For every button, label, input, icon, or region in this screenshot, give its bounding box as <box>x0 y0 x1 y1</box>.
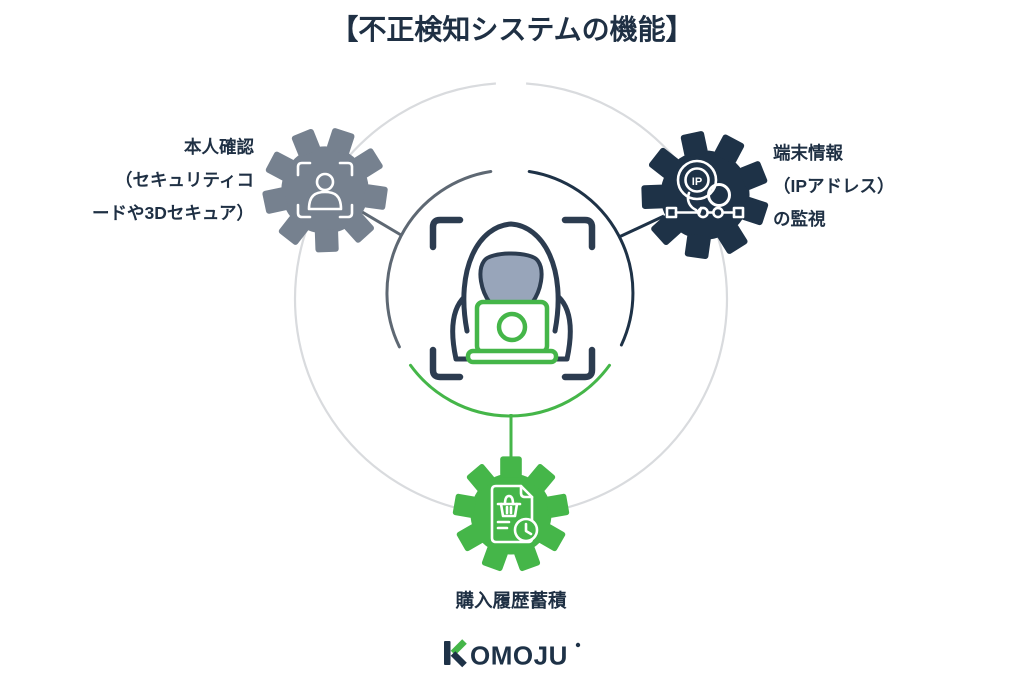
purchase-history-document-icon <box>490 484 539 544</box>
hacker-laptop-icon <box>450 221 573 365</box>
label-identity-verification: 本人確認 （セキュリティコ ードや3Dセキュア） <box>0 131 254 230</box>
label-line: 本人確認 <box>184 137 254 157</box>
label-line: の監視 <box>773 209 826 229</box>
connector-device <box>618 214 665 239</box>
label-line: ードや3Dセキュア） <box>91 203 254 223</box>
laptop-icon <box>465 299 559 365</box>
label-line: 端末情報 <box>773 143 843 163</box>
inner-arc-green <box>409 363 611 418</box>
komoju-logo-svg: OMOJU <box>444 639 581 671</box>
label-line: （IPアドレス） <box>773 176 895 196</box>
gear-device <box>628 119 782 271</box>
komoju-logo-letters: OMOJU <box>470 641 568 670</box>
inner-arc-navy <box>527 170 635 347</box>
komoju-logo-k <box>444 639 467 668</box>
viewfinder-brackets <box>429 216 596 381</box>
komoju-logo: OMOJU <box>444 637 594 671</box>
inner-arc-gray <box>385 170 493 349</box>
ip-pin-label: IP <box>692 176 702 188</box>
label-device-monitoring: 端末情報 （IPアドレス） の監視 <box>773 137 1013 236</box>
label-line: （セキュリティコ <box>115 170 254 190</box>
person-scan-icon <box>296 161 354 219</box>
label-purchase-history: 購入履歴蓄積 <box>455 590 567 611</box>
page-title: 【不正検知システムの機能】 <box>330 14 694 45</box>
trademark-dot <box>575 642 581 648</box>
ip-pin-network-icon: IP <box>665 159 745 219</box>
